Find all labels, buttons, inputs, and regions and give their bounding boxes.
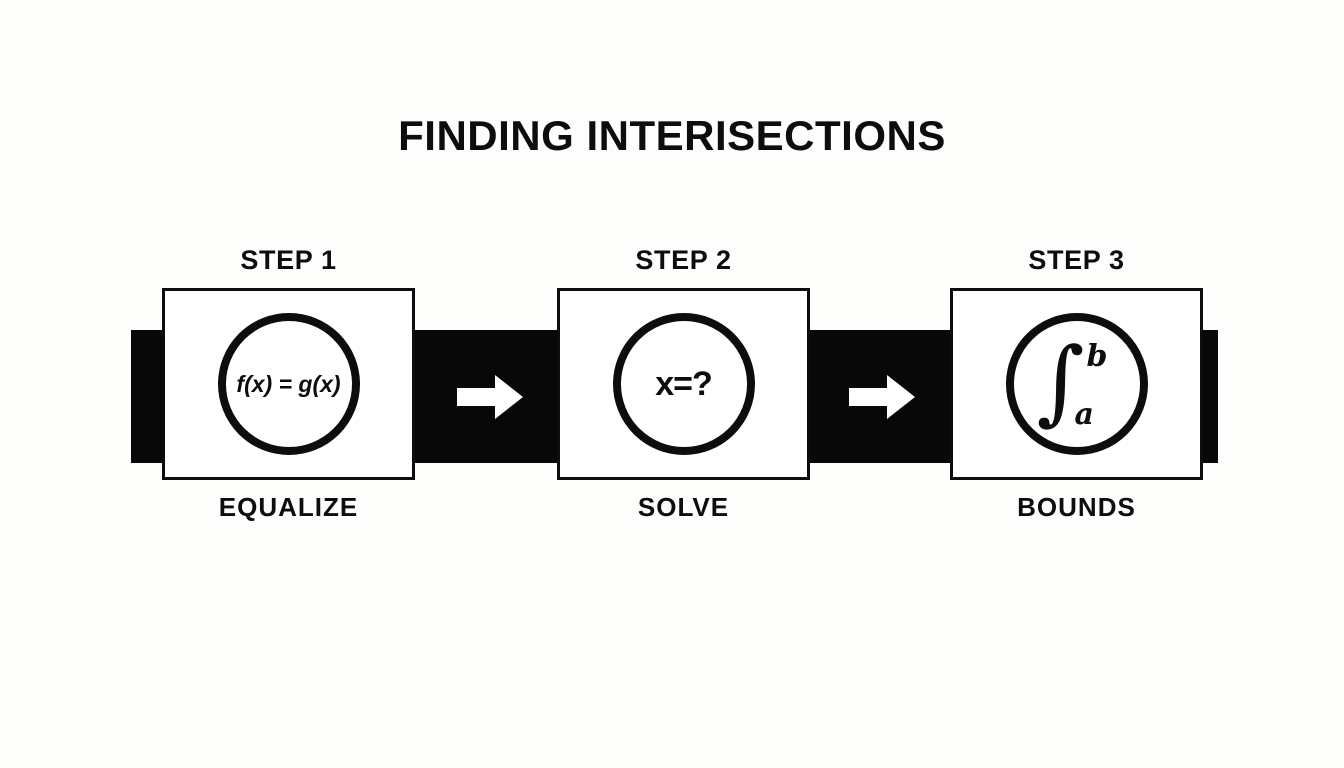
step-1-label: STEP 1	[240, 245, 337, 275]
step-card-1: STEP 1 f(x) = g(x) EQUALIZE	[162, 245, 415, 522]
equation-fx-equals-gx: f(x) = g(x)	[236, 370, 341, 397]
step-2-box: x=?	[557, 288, 810, 480]
step-3-caption: BOUNDS	[1017, 492, 1136, 522]
step-1-box: f(x) = g(x)	[162, 288, 415, 480]
integral-upper-bound: b	[1086, 339, 1108, 374]
step-3-label: STEP 3	[1028, 245, 1125, 275]
page-title: FINDING INTERISECTIONS	[398, 112, 946, 159]
step-3-box: ∫ b a	[950, 288, 1203, 480]
definite-integral-symbol: ∫ b a	[1029, 336, 1125, 432]
step-card-3: STEP 3 ∫ b a BOUNDS	[950, 245, 1203, 522]
integral-sign-icon: ∫	[1036, 328, 1085, 436]
step-3-circle: ∫ b a	[1005, 313, 1148, 455]
arrow-step2-to-step3	[847, 372, 917, 422]
step-1-circle: f(x) = g(x)	[217, 313, 360, 455]
arrow-step1-to-step2	[455, 372, 525, 422]
equation-x-equals-question: x=?	[655, 364, 713, 403]
step-card-2: STEP 2 x=? SOLVE	[557, 245, 810, 522]
step-2-caption: SOLVE	[637, 492, 730, 522]
step-2-label: STEP 2	[635, 245, 732, 275]
step-1-caption: EQUALIZE	[218, 492, 359, 522]
step-2-circle: x=?	[612, 313, 755, 455]
integral-lower-bound: a	[1074, 397, 1094, 432]
